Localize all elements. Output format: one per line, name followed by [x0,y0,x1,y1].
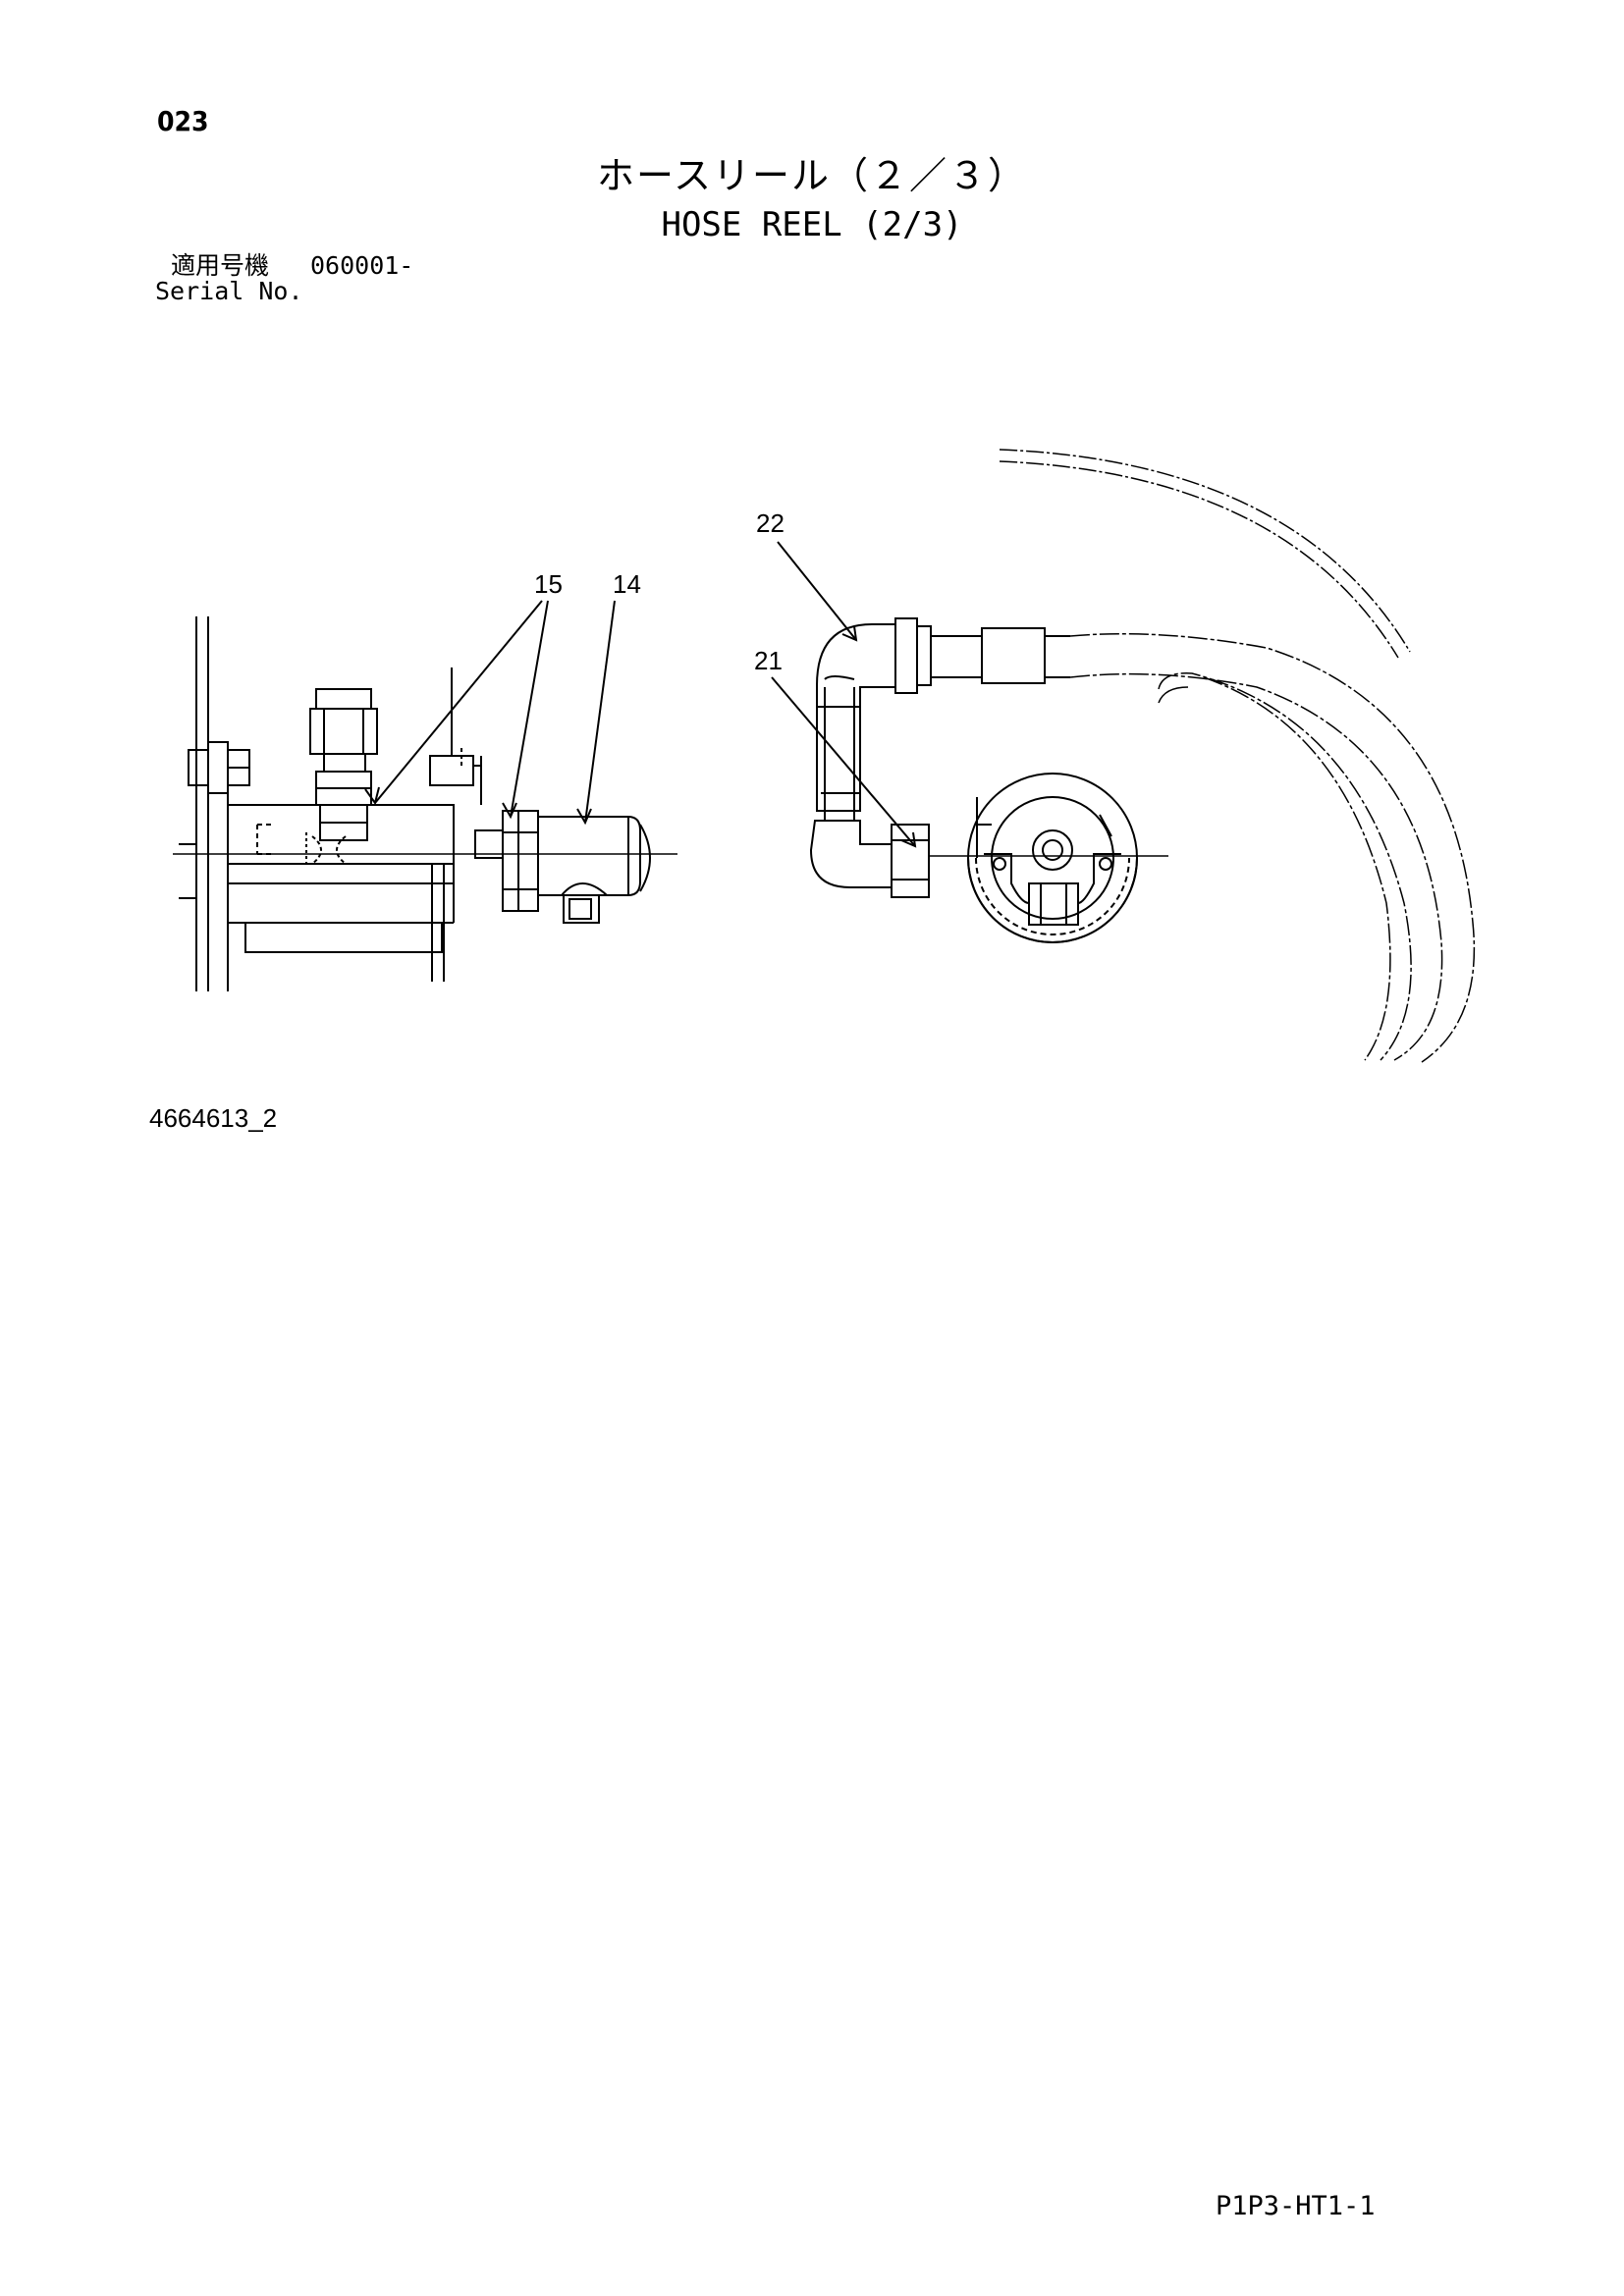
footer-code: P1P3-HT1-1 [1216,2191,1376,2221]
serial-label-english: Serial No. [155,277,303,305]
callout-label-22: 22 [756,508,785,538]
serial-value: 060001- [310,251,414,280]
drawing-number: 4664613_2 [149,1103,278,1133]
hose-arcs [999,449,1476,1063]
serial-label-japanese: 適用号機 [171,251,270,280]
title-english: HOSE REEL (2/3) [661,205,963,244]
callout-label-15: 15 [534,569,563,599]
callout-leaders-right [771,541,917,848]
callout-label-14: 14 [613,569,641,599]
callout-label-21: 21 [754,646,783,675]
callout-leaders-left [364,600,616,826]
right-assembly [809,617,1168,943]
left-assembly [173,616,677,991]
title-japanese: ホースリール（２／３） [596,154,1028,197]
page-number: 023 [157,105,209,137]
